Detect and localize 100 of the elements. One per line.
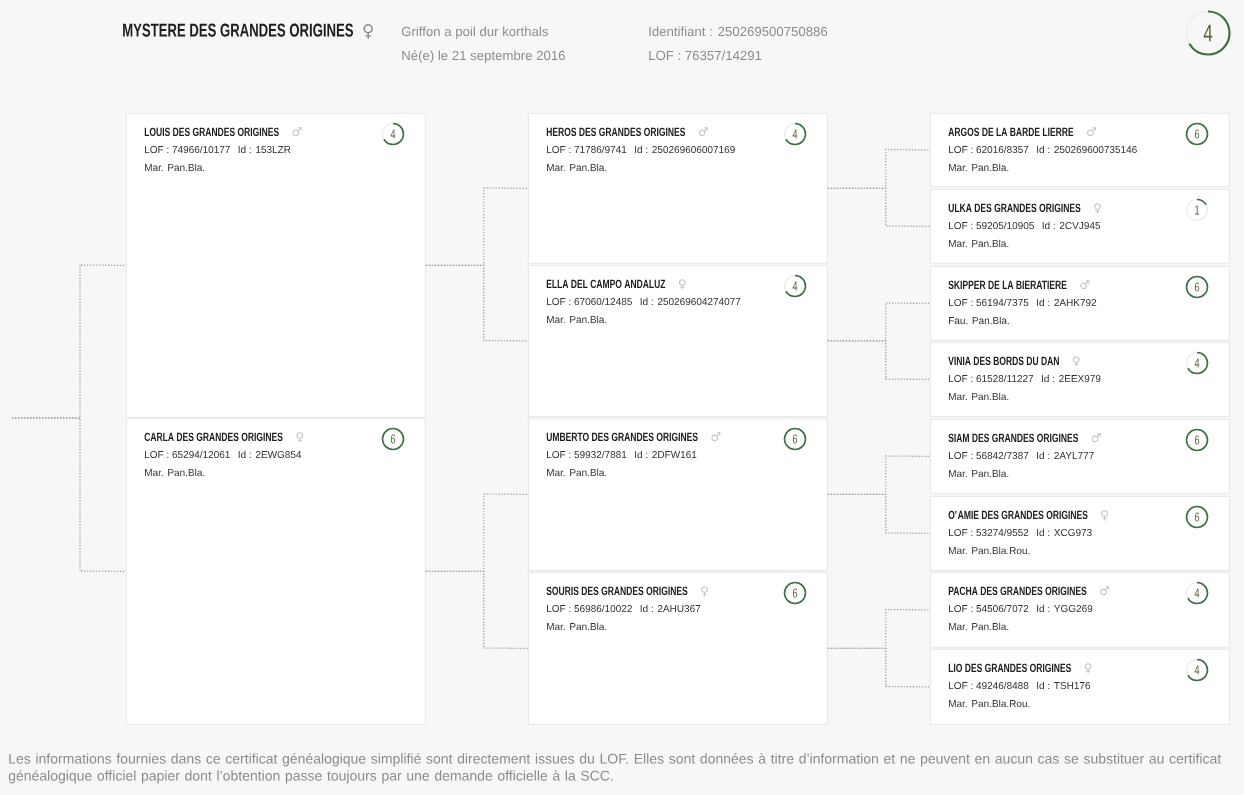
lof-number: LOF : 59205/10905	[949, 221, 1034, 230]
coat-description: Mar. Pan.Bla.	[949, 239, 1009, 248]
pedigree-card	[930, 572, 1230, 648]
coat-description: Mar. Pan.Bla.	[949, 392, 1009, 401]
score-ring: 6	[1185, 505, 1209, 529]
dog-name: SKIPPER DE LA BIERATIERE	[948, 280, 1067, 290]
id-number: Identifiant : 250269500750886	[649, 26, 828, 37]
sex-symbol: ♀	[701, 586, 708, 597]
sex-symbol: ♂	[1080, 280, 1090, 290]
score-ring: 4	[1186, 351, 1209, 375]
id-number: Id : 250269604274077	[640, 297, 741, 306]
breed-text: Griffon a poil dur korthals	[401, 26, 548, 39]
lof-number: LOF : 62016/8357	[949, 145, 1029, 154]
dog-name: ARGOS DE LA BARDE LIERRE	[948, 127, 1074, 137]
dog-name: ULKA DES GRANDES ORIGINES	[948, 203, 1081, 213]
title: MYSTERE DES GRANDES ORIGINES	[123, 23, 354, 37]
dog-name: ELLA DEL CAMPO ANDALUZ	[546, 279, 666, 289]
connector-line	[425, 570, 529, 650]
dog-name: LIO DES GRANDES ORIGINES	[948, 663, 1071, 673]
score-ring: 6	[783, 581, 807, 605]
pedigree-card	[528, 113, 828, 264]
dog-name: UMBERTO DES GRANDES ORIGINES	[546, 432, 698, 442]
coat-description: Mar. Pan.Bla.	[949, 163, 1009, 172]
score-ring: 6	[1185, 275, 1209, 299]
id-number: Id : 2EEX979	[1041, 374, 1101, 383]
lof-number: LOF : 67060/12485	[547, 297, 632, 306]
lof-number: LOF : 59932/7881	[547, 450, 627, 459]
dog-name: HEROS DES GRANDES ORIGINES	[546, 127, 686, 137]
sex-symbol: ♀	[363, 24, 373, 39]
pedigree-card	[528, 572, 828, 725]
id-number: Id : 153LZR	[238, 145, 291, 154]
id-number: Id : 2EWG854	[238, 450, 302, 459]
dog-name: O'AMIE DES GRANDES ORIGINES	[948, 510, 1088, 520]
sex-symbol: ♀	[678, 279, 686, 290]
sex-symbol: ♂	[1087, 127, 1096, 137]
dog-name: SIAM DES GRANDES ORIGINES	[948, 433, 1079, 443]
score-ring: 6	[381, 427, 405, 451]
sex-symbol: ♀	[1084, 663, 1092, 674]
score-ring: 1	[1186, 198, 1208, 221]
lof-number: LOF : 56986/10022	[547, 604, 632, 613]
score-ring: 4	[784, 274, 807, 298]
lof-number: LOF : 76357/14291	[649, 50, 762, 61]
pedigree-card	[126, 418, 426, 725]
sex-symbol: ♂	[292, 127, 302, 137]
pedigree-card	[930, 496, 1230, 571]
pedigree-card	[528, 265, 828, 417]
coat-description: Mar. Pan.Bla.	[547, 468, 607, 477]
sex-symbol: ♂	[698, 127, 708, 137]
lof-number: LOF : 71786/9741	[547, 145, 627, 154]
score-ring: 4	[382, 122, 405, 146]
lof-number: LOF : 65294/12061	[145, 450, 230, 459]
coat-description: Mar. Pan.Bla.	[949, 469, 1009, 478]
sex-symbol: ♀	[1094, 203, 1101, 214]
id-number: Id : 250269606007169	[635, 145, 735, 154]
dog-name: LOUIS DES GRANDES ORIGINES	[144, 127, 279, 137]
dog-name: CARLA DES GRANDES ORIGINES	[144, 432, 283, 442]
connector-line	[827, 493, 931, 535]
lof-number: LOF : 54506/7072	[949, 604, 1029, 613]
connector-line	[827, 187, 931, 228]
coat-description: Mar. Pan.Bla.	[547, 163, 607, 172]
sex-symbol: ♂	[711, 432, 721, 442]
id-number: Id : 250269600735146	[1037, 145, 1137, 154]
coat-description: Mar. Pan.Bla.Rou.	[949, 699, 1030, 708]
score-ring: 4	[1186, 658, 1209, 682]
score-ring: 6	[783, 427, 807, 451]
disclaimer-text: Les informations fournies dans ce certificat généalogique simplifié sont directement issues du LOF. Elles sont données à titre d’information et ne peuvent en aucun cas se substituer au certificat généalogique officiel papier dont l’obtention passe toujours par une demande officielle à la SCC.	[8, 753, 1222, 784]
sex-symbol: ♀	[296, 432, 304, 443]
connector-line	[11, 417, 127, 573]
coat-description: Mar. Pan.Bla.	[547, 622, 607, 631]
sex-symbol: ♀	[1101, 510, 1109, 521]
id-number: Id : TSH176	[1037, 681, 1091, 690]
pedigree-card	[930, 342, 1230, 417]
score-ring: 6	[1185, 428, 1209, 452]
coat-description: Fau. Pan.Bla.	[949, 316, 1009, 325]
pedigree-card	[930, 419, 1230, 494]
score-ring: 4	[1186, 10, 1231, 56]
sex-symbol: ♂	[1100, 586, 1110, 596]
coat-description: Mar. Pan.Bla.Rou.	[949, 546, 1030, 555]
score-ring: 4	[784, 122, 807, 146]
id-number: Id : 2DFW161	[635, 450, 697, 459]
lof-number: LOF : 53274/9552	[949, 528, 1029, 537]
pedigree-card	[930, 649, 1230, 725]
id-number: Id : YGG269	[1037, 604, 1093, 613]
sex-symbol: ♂	[1091, 433, 1101, 443]
coat-description: Mar. Pan.Bla.	[949, 622, 1009, 631]
score-ring: 4	[1186, 581, 1209, 605]
dog-name: PACHA DES GRANDES ORIGINES	[948, 586, 1087, 596]
lof-number: LOF : 56194/7375	[949, 298, 1029, 307]
pedigree-card	[930, 189, 1230, 264]
pedigree-card	[126, 113, 426, 418]
id-number: Id : 2AHU367	[640, 604, 701, 613]
id-number: Id : 2AYL777	[1037, 451, 1094, 460]
pedigree-card	[930, 266, 1230, 341]
id-number: Id : XCG973	[1037, 528, 1092, 537]
lof-number: LOF : 74966/10177	[145, 145, 230, 154]
id-number: Id : 2CVJ945	[1042, 221, 1101, 230]
connector-line	[827, 340, 931, 381]
sex-symbol: ♀	[1072, 356, 1080, 367]
coat-description: Mar. Pan.Bla.	[547, 315, 607, 324]
id-number: Id : 2AHK792	[1037, 298, 1097, 307]
